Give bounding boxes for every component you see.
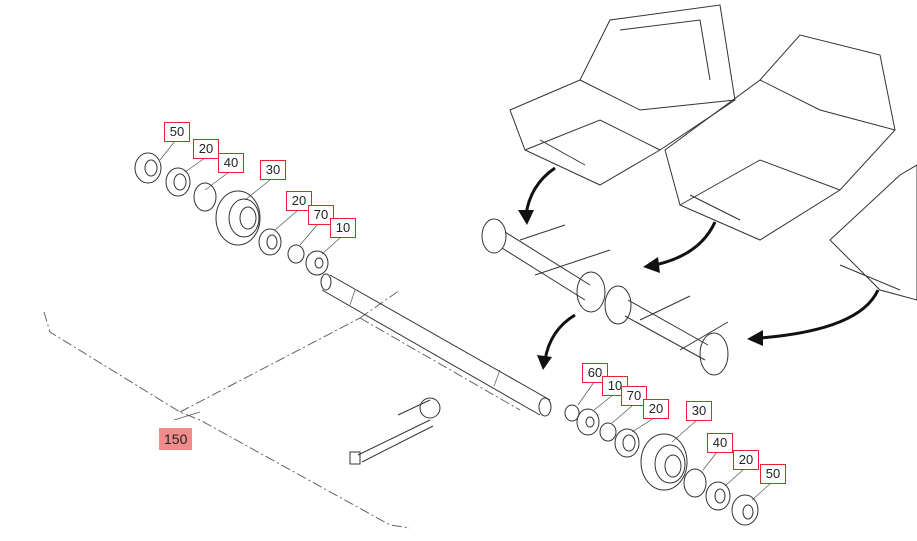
part-label-30[interactable]: 30 — [260, 160, 286, 180]
leader-lines — [159, 140, 772, 501]
part-label-20[interactable]: 20 — [193, 139, 219, 159]
arrow-1 — [524, 166, 556, 216]
arrow-2 — [654, 221, 717, 267]
assembly-outline — [43, 289, 521, 529]
part-label-50[interactable]: 50 — [760, 464, 786, 484]
part-label-10[interactable]: 10 — [330, 218, 356, 238]
part-label-150-highlighted[interactable]: 150 — [159, 428, 193, 450]
paver-machine-3 — [829, 164, 917, 301]
part-label-50[interactable]: 50 — [164, 122, 190, 142]
arrow-4 — [759, 289, 880, 340]
bolt — [349, 397, 441, 465]
top-bearing-group — [134, 152, 329, 276]
part-label-60[interactable]: 60 — [582, 363, 608, 383]
part-label-20[interactable]: 20 — [286, 191, 312, 211]
part-label-30[interactable]: 30 — [686, 401, 712, 421]
paver-machine-2 — [664, 34, 896, 241]
part-label-20[interactable]: 20 — [643, 399, 669, 419]
roller-assembly — [481, 218, 729, 376]
part-label-40[interactable]: 40 — [218, 153, 244, 173]
part-label-20[interactable]: 20 — [733, 450, 759, 470]
arrow-3 — [543, 313, 576, 361]
paver-machine-1 — [509, 4, 736, 186]
arrows — [518, 166, 880, 370]
shaft — [320, 273, 552, 417]
part-label-70[interactable]: 70 — [308, 205, 334, 225]
part-label-70[interactable]: 70 — [621, 386, 647, 406]
bottom-bearing-group — [564, 404, 759, 526]
part-label-40[interactable]: 40 — [707, 433, 733, 453]
